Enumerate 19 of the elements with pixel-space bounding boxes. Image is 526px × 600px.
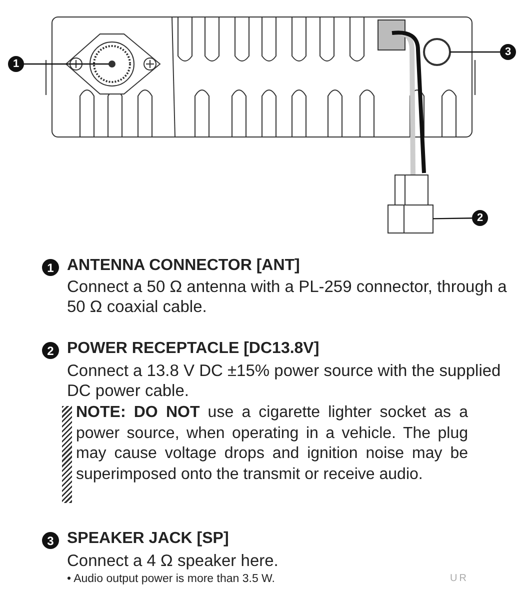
note-text: NOTE: DO NOT use a cigarette lighter socket as a power source, when operating in a vehicle. The plug may cause voltage drops and ignition noise may be superimposed onto the transmit or receive audio. bbox=[76, 403, 468, 484]
description-text: Connect a 13.8 V DC ±15% power source with the supplied DC power cable. bbox=[67, 361, 502, 401]
page-code: UR bbox=[450, 573, 468, 584]
callout-number: 3 bbox=[42, 532, 59, 549]
description-text: Connect a 50 Ω antenna with a PL-259 connector, through a 50 Ω coaxial cable. bbox=[67, 277, 507, 317]
callout-number: 2 bbox=[472, 210, 488, 226]
section-heading: SPEAKER JACK [SP] bbox=[67, 530, 229, 548]
section-heading: POWER RECEPTACLE [DC13.8V] bbox=[67, 340, 320, 358]
power-plug bbox=[388, 204, 434, 234]
description-text: Connect a 4 Ω speaker here. bbox=[67, 551, 280, 571]
leader-line bbox=[433, 218, 472, 220]
callout-number: 1 bbox=[42, 259, 59, 276]
callout-number: 1 bbox=[8, 56, 24, 72]
bullet-note: • Audio output power is more than 3.5 W. bbox=[67, 573, 275, 585]
section-heading: ANTENNA CONNECTOR [ANT] bbox=[67, 257, 300, 275]
callout-number: 3 bbox=[500, 44, 516, 60]
antenna-pin bbox=[108, 60, 116, 68]
leader-line bbox=[450, 51, 500, 53]
callout-number: 2 bbox=[42, 342, 59, 359]
